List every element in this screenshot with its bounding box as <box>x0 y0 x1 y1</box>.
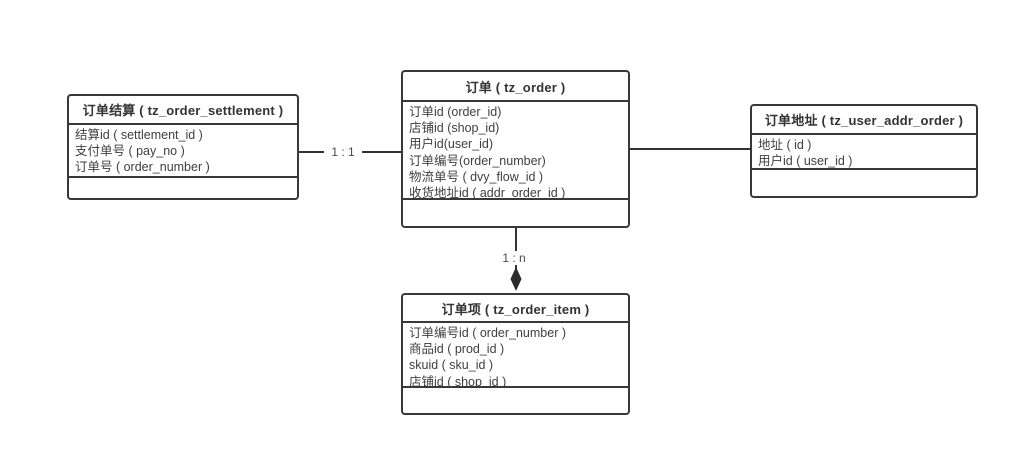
entity-user-addr-order-fields: 地址 ( id ) 用户id ( user_id ) <box>752 135 976 170</box>
entity-field: 地址 ( id ) <box>758 138 812 152</box>
relation-label-1-n: 1 : n <box>495 251 533 265</box>
entity-field: 店铺id (shop_id) <box>409 121 500 136</box>
entity-user-addr-order-title: 订单地址 ( tz_user_addr_order ) <box>752 106 976 135</box>
entity-field: 店铺id ( shop_id ) <box>409 374 507 388</box>
entity-field: 订单号 ( order_number ) <box>75 160 210 175</box>
entity-field: 订单编号(order_number) <box>409 153 546 168</box>
entity-order-item-footer <box>403 388 628 413</box>
entity-order-fields: 订单id (order_id) 店铺id (shop_id) 用户id(user… <box>403 102 628 200</box>
entity-order-settlement[interactable]: 订单结算 ( tz_order_settlement ) 结算id ( sett… <box>67 94 299 200</box>
entity-field: skuid ( sku_id ) <box>409 358 494 373</box>
entity-user-addr-order-footer <box>752 170 976 196</box>
diamond-arrowhead-icon <box>510 267 522 291</box>
entity-field: 结算id ( settlement_id ) <box>75 128 203 142</box>
entity-field: 订单编号id ( order_number ) <box>409 326 566 340</box>
entity-order-title: 订单 ( tz_order ) <box>403 72 628 102</box>
entity-order-settlement-fields: 结算id ( settlement_id ) 支付单号 ( pay_no ) 订… <box>69 125 297 178</box>
entity-order[interactable]: 订单 ( tz_order ) 订单id (order_id) 店铺id (sh… <box>401 70 630 228</box>
entity-order-item-title: 订单项 ( tz_order_item ) <box>403 295 628 323</box>
relation-label-1-1: 1 : 1 <box>324 145 362 159</box>
entity-order-footer <box>403 200 628 226</box>
entity-field: 支付单号 ( pay_no ) <box>75 144 185 159</box>
entity-field: 物流单号 ( dvy_flow_id ) <box>409 169 544 184</box>
entity-field: 用户id ( user_id ) <box>758 154 853 169</box>
entity-user-addr-order[interactable]: 订单地址 ( tz_user_addr_order ) 地址 ( id ) 用户… <box>750 104 978 198</box>
entity-order-settlement-footer <box>69 178 297 198</box>
entity-order-settlement-title: 订单结算 ( tz_order_settlement ) <box>69 96 297 125</box>
entity-order-item-fields: 订单编号id ( order_number ) 商品id ( prod_id )… <box>403 323 628 388</box>
entity-field: 订单id (order_id) <box>409 105 502 119</box>
entity-field: 用户id(user_id) <box>409 137 494 152</box>
entity-order-item[interactable]: 订单项 ( tz_order_item ) 订单编号id ( order_num… <box>401 293 630 415</box>
entity-field: 收货地址id ( addr_order_id ) <box>409 186 566 200</box>
entity-field: 商品id ( prod_id ) <box>409 342 505 357</box>
